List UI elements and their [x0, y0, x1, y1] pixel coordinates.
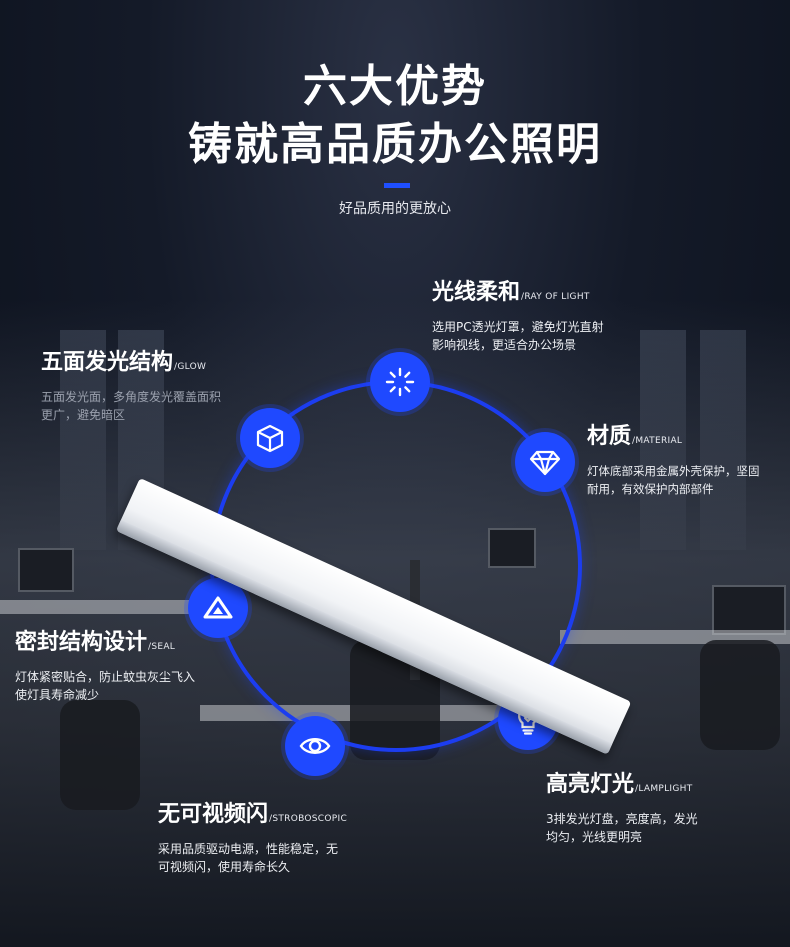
feature-ray-of-light: 光线柔和/RAY OF LIGHT 选用PC透光灯罩，避免灯光直射 影响视线，更… [432, 274, 604, 354]
feature-desc: 灯体紧密贴合，防止蚊虫灰尘飞入 使灯具寿命减少 [15, 668, 195, 704]
feature-desc-line: 五面发光面，多角度发光覆盖面积 [41, 390, 222, 404]
diamond-icon [515, 432, 575, 492]
feature-lamplight: 高亮灯光/LAMPLIGHT 3排发光灯盘，亮度高，发光 均匀，光线更明亮 [546, 766, 698, 846]
feature-desc-line: 采用品质驱动电源，性能稳定，无 [158, 842, 339, 856]
feature-glow: 五面发光结构/GLOW 五面发光面，多角度发光覆盖面积 更广，避免暗区 [41, 344, 221, 424]
feature-desc-line: 灯体底部采用金属外壳保护，坚固 [587, 464, 760, 478]
feature-desc-line: 影响视线，更适合办公场景 [432, 338, 577, 352]
feature-title: 五面发光结构/GLOW [41, 344, 221, 376]
window-panel [60, 330, 106, 550]
eye-icon [285, 716, 345, 776]
desk [0, 600, 230, 614]
feature-desc: 采用品质驱动电源，性能稳定，无 可视频闪，使用寿命长久 [158, 840, 347, 876]
feature-desc: 选用PC透光灯罩，避免灯光直射 影响视线，更适合办公场景 [432, 318, 604, 354]
feature-title-cn: 材质 [587, 424, 632, 449]
feature-material: 材质/MATERIAL 灯体底部采用金属外壳保护，坚固 耐用，有效保护内部部件 [587, 418, 760, 498]
tagline: 好品质用的更放心 [339, 201, 451, 217]
feature-title-en: /LAMPLIGHT [635, 784, 693, 794]
monitor [712, 585, 786, 635]
feature-title: 光线柔和/RAY OF LIGHT [432, 274, 604, 306]
monitor [18, 548, 74, 592]
accent-bar [384, 183, 410, 188]
feature-title-cn: 高亮灯光 [546, 772, 635, 797]
feature-title-en: /GLOW [174, 362, 207, 372]
feature-title-en: /RAY OF LIGHT [521, 292, 590, 302]
triangle-icon [188, 578, 248, 638]
sun-icon [370, 352, 430, 412]
feature-desc-line: 可视频闪，使用寿命长久 [158, 860, 291, 874]
cube-icon [240, 408, 300, 468]
feature-title: 高亮灯光/LAMPLIGHT [546, 766, 698, 798]
feature-title-en: /MATERIAL [632, 436, 683, 446]
feature-title: 密封结构设计/SEAL [15, 624, 195, 656]
window-panel [700, 330, 746, 550]
headline-line-2: 铸就高品质办公照明 [188, 119, 602, 170]
feature-desc: 灯体底部采用金属外壳保护，坚固 耐用，有效保护内部部件 [587, 462, 760, 498]
feature-desc-line: 灯体紧密贴合，防止蚊虫灰尘飞入 [15, 670, 196, 684]
feature-desc-line: 使灯具寿命减少 [15, 688, 100, 702]
feature-title: 无可视频闪/STROBOSCOPIC [158, 796, 347, 828]
feature-title-en: /SEAL [148, 642, 176, 652]
feature-desc-line: 更广，避免暗区 [41, 408, 126, 422]
feature-desc: 3排发光灯盘，亮度高，发光 均匀，光线更明亮 [546, 810, 698, 846]
feature-stroboscopic: 无可视频闪/STROBOSCOPIC 采用品质驱动电源，性能稳定，无 可视频闪，… [158, 796, 347, 876]
feature-title-cn: 五面发光结构 [41, 350, 174, 375]
feature-title-cn: 密封结构设计 [15, 630, 148, 655]
feature-desc-line: 选用PC透光灯罩，避免灯光直射 [432, 320, 604, 334]
window-panel [640, 330, 686, 550]
feature-desc-line: 耐用，有效保护内部部件 [587, 482, 714, 496]
office-chair [700, 640, 780, 750]
feature-seal: 密封结构设计/SEAL 灯体紧密贴合，防止蚊虫灰尘飞入 使灯具寿命减少 [15, 624, 195, 704]
feature-desc-line: 均匀，光线更明亮 [546, 830, 643, 844]
feature-title: 材质/MATERIAL [587, 418, 760, 450]
feature-desc: 五面发光面，多角度发光覆盖面积 更广，避免暗区 [41, 388, 221, 424]
office-chair [60, 700, 140, 810]
feature-title-en: /STROBOSCOPIC [269, 814, 348, 824]
feature-title-cn: 光线柔和 [432, 280, 521, 305]
feature-title-cn: 无可视频闪 [158, 802, 269, 827]
feature-desc-line: 3排发光灯盘，亮度高，发光 [546, 812, 698, 826]
headline-line-1: 六大优势 [303, 61, 487, 112]
